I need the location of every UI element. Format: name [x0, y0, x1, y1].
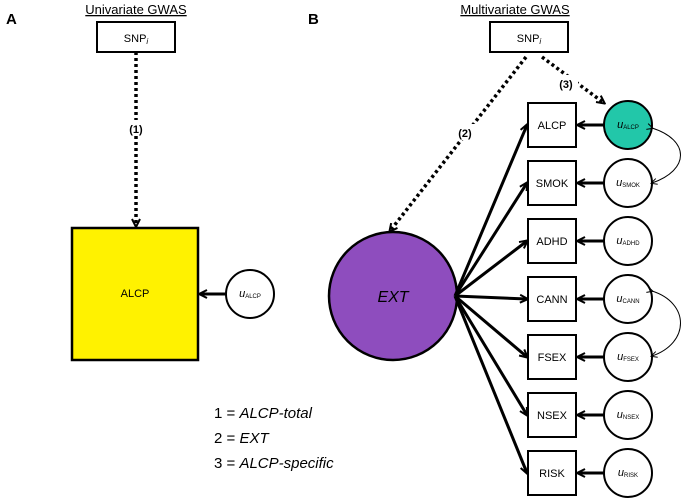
panel-a: A Univariate GWAS SNPi (1) ALCP uALCP — [6, 2, 275, 362]
indicator-label-cann: CANN — [536, 294, 567, 306]
path-3-label-bg — [554, 75, 578, 91]
path-2-label-bg — [453, 124, 477, 140]
panel-b-letter: B — [308, 11, 319, 28]
panel-a-residual-label: uALCP — [239, 288, 261, 300]
indicator-box-nsex — [527, 392, 577, 438]
loading-arrow-risk — [453, 295, 527, 473]
indicator-list: ALCP uALCP SMOK uSMOK ADHD uADHD CANN uCANN FSEX… — [527, 100, 653, 498]
indicator-box-adhd — [527, 218, 577, 264]
panel-a-title: Univariate GWAS — [85, 2, 187, 17]
path-1-label-bg — [124, 120, 148, 136]
indicator-label-risk: RISK — [539, 468, 565, 480]
indicator-box-cann — [527, 276, 577, 322]
factor-loadings — [453, 125, 527, 473]
indicator-label-fsex: FSEX — [538, 352, 567, 364]
residual-label-cann: uCANN — [616, 293, 639, 305]
path-2-label: (2) — [458, 128, 472, 140]
residual-label-fsex: uFSEX — [617, 351, 639, 363]
panel-a-snp-label: SNPi — [124, 33, 149, 46]
loading-arrow-adhd — [454, 241, 527, 298]
covariance-cann-fsex — [652, 291, 681, 356]
residual-label-nsex: uNSEX — [617, 409, 639, 421]
indicator-label-nsex: NSEX — [537, 410, 568, 422]
legend-item-1: 1 = ALCP-total — [214, 405, 313, 422]
residual-label-adhd: uADHD — [616, 235, 640, 247]
ext-factor-label: EXT — [377, 289, 409, 306]
indicator-label-smok: SMOK — [536, 178, 569, 190]
indicator-box-smok — [527, 160, 577, 206]
alcp-trait-label: ALCP — [121, 288, 150, 300]
panel-b: B Multivariate GWAS SNPi (2) (3) EXT ALC… — [308, 2, 681, 498]
panel-b-snp-label: SNPi — [517, 33, 542, 46]
loading-arrow-fsex — [454, 294, 527, 357]
panel-b-title: Multivariate GWAS — [460, 2, 570, 17]
panel-b-snp-box — [489, 21, 569, 53]
loading-arrow-smok — [453, 183, 527, 297]
indicator-box-fsex — [527, 334, 577, 380]
residual-label-smok: uSMOK — [616, 177, 640, 189]
loading-arrow-cann — [454, 296, 527, 299]
indicator-label-adhd: ADHD — [536, 236, 567, 248]
legend-item-3: 3 = ALCP-specific — [214, 455, 334, 472]
residual-label-alcp: uALCP — [617, 119, 639, 131]
covariance-alcp-smok — [652, 128, 681, 183]
legend-item-2: 2 = EXT — [214, 430, 270, 447]
legend: 1 = ALCP-total 2 = EXT 3 = ALCP-specific — [214, 405, 334, 472]
indicator-label-alcp: ALCP — [538, 120, 567, 132]
path-1-label: (1) — [129, 124, 143, 136]
panel-a-letter: A — [6, 11, 17, 28]
residual-label-risk: uRISK — [618, 467, 638, 479]
path-2-arrow — [390, 55, 528, 231]
loading-arrow-alcp — [453, 125, 527, 297]
path-3-label: (3) — [559, 79, 573, 91]
loading-arrow-nsex — [453, 295, 527, 415]
